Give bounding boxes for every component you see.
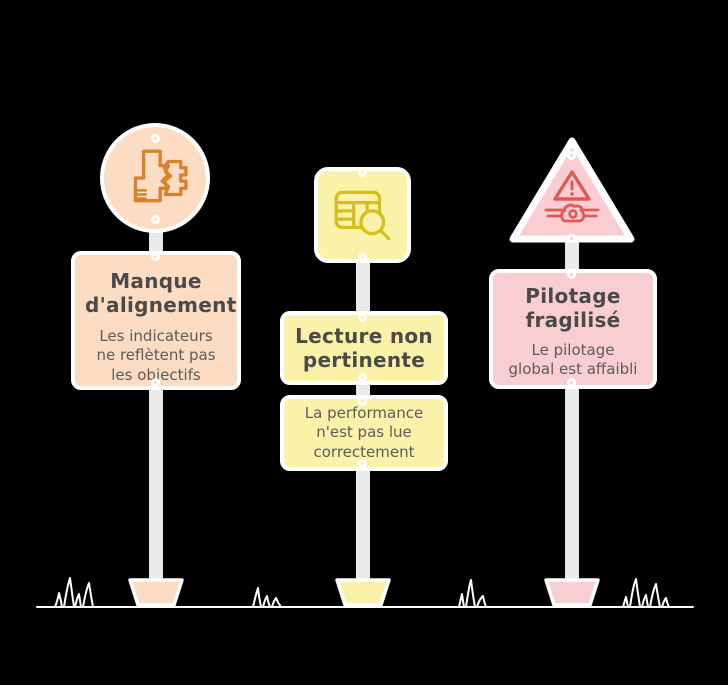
sign-title: Lecture non pertinente	[295, 323, 433, 372]
rivet-dot	[358, 373, 367, 382]
rivet-dot	[358, 459, 367, 468]
grass-tuft	[622, 578, 670, 608]
road-hazard-warning-icon	[544, 170, 600, 223]
signpost-base	[128, 578, 184, 607]
sign-description: La performance n'est pas lue correctemen…	[304, 403, 424, 461]
grass-tuft	[252, 587, 282, 608]
rivet-dot	[567, 234, 576, 243]
rivet-dot	[358, 313, 367, 322]
sign-title: Manque d'alignement	[85, 269, 237, 318]
rivet-dot	[151, 252, 160, 261]
rivet-dot	[567, 151, 576, 160]
rivet-dot	[567, 378, 576, 387]
rivet-dot	[358, 168, 367, 177]
sign-title: Pilotage fragilisé	[525, 284, 621, 333]
rivet-dot	[358, 253, 367, 262]
ground-line	[36, 577, 694, 608]
grass-tuft	[458, 579, 487, 608]
signpost-base	[335, 578, 391, 607]
rivet-dot	[151, 215, 160, 224]
rivet-dot	[151, 134, 160, 143]
sign-description: Les indicateurs ne reflètent pas les obj…	[96, 326, 216, 384]
sign-description: Le pilotage global est affaibli	[508, 340, 638, 379]
rivet-dot	[567, 270, 576, 279]
rivet-dot	[151, 378, 160, 387]
mismatched-blocks-icon	[133, 149, 188, 203]
sign-board: La performance n'est pas lue correctemen…	[280, 395, 448, 471]
table-magnifier-icon	[334, 190, 390, 241]
signpost-base	[544, 578, 600, 607]
grass-tuft	[54, 577, 94, 608]
rivet-dot	[358, 397, 367, 406]
signpost-pole	[565, 195, 579, 602]
sign-board: Manque d'alignement Les indicateurs ne r…	[71, 251, 241, 390]
sign-board: Pilotage fragilisé Le pilotage global es…	[489, 269, 657, 389]
